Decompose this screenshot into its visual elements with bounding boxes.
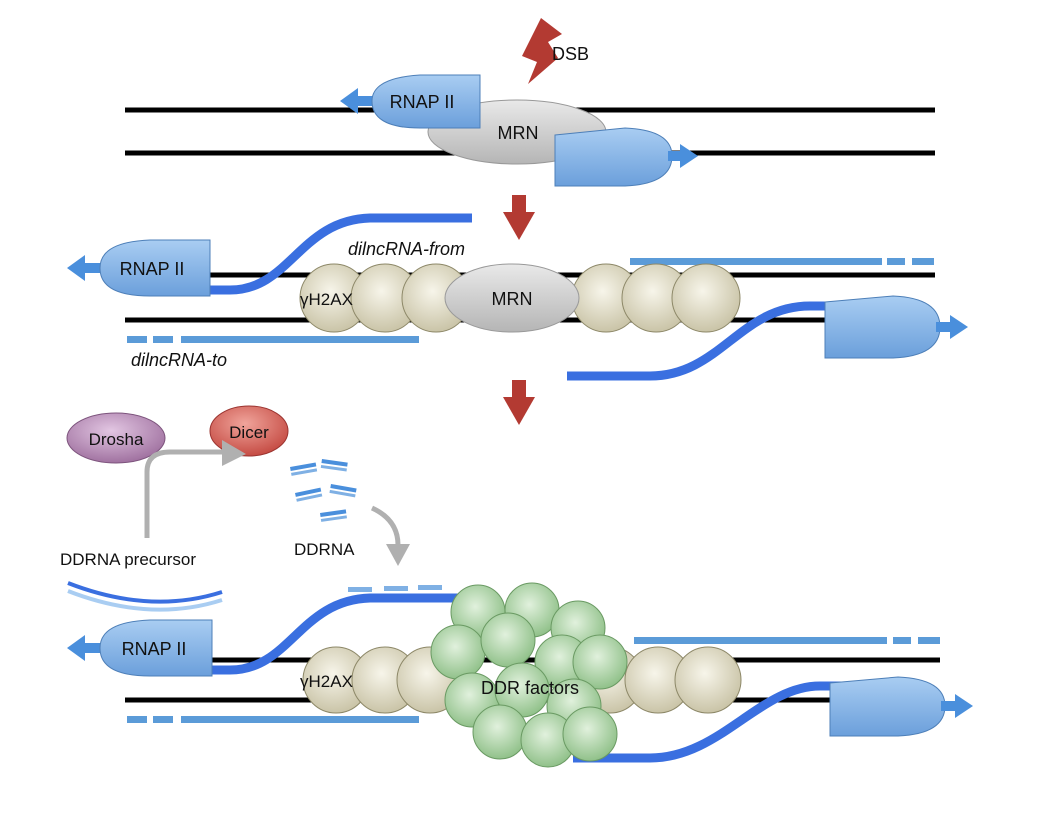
- rnap-left-arrow-icon: [67, 255, 85, 281]
- rnap-right-polymerase: [824, 295, 941, 359]
- bound-ddrna: [348, 585, 442, 592]
- rnap-right-polymerase: [554, 127, 673, 187]
- mrn-label: MRN: [492, 289, 533, 309]
- ddrna-molecules: [290, 459, 357, 522]
- mrn-complex: [444, 263, 580, 333]
- dsb-label: DSB: [552, 44, 589, 64]
- rnap-left-polymerase: [371, 74, 481, 129]
- rna-curve-right: [573, 681, 845, 763]
- step-arrow-2: [503, 380, 535, 425]
- ddrna-label: DDRNA: [294, 540, 355, 559]
- rnap-left-arrow-icon: [67, 635, 85, 661]
- dilncrna-from-label: dilncRNA-from: [348, 239, 465, 259]
- ddr-factors-cluster: [430, 582, 628, 768]
- ddrna-precursor-strand: [67, 581, 223, 604]
- rnap-right-arrow-icon: [680, 144, 698, 168]
- h2ax-label: γH2AX: [300, 290, 353, 309]
- ddrna-flow-arrow: [370, 505, 401, 546]
- dicer-enzyme: [209, 405, 289, 457]
- ddr-factors-label: DDR factors: [481, 678, 579, 698]
- ddrna-precursor-label: DDRNA precursor: [60, 550, 196, 569]
- rnap-left-label: RNAP II: [122, 639, 187, 659]
- rnap-right-arrow-icon: [955, 694, 973, 718]
- dicer-label: Dicer: [229, 423, 269, 442]
- ddrna-precursor-strand: [67, 589, 223, 612]
- nucleosome: [674, 646, 742, 714]
- mrn-label: MRN: [498, 123, 539, 143]
- h2ax-label: γH2AX: [300, 672, 353, 691]
- dilncrna-to-transcript: [181, 336, 419, 343]
- dilncrna-to-label: dilncRNA-to: [131, 350, 227, 370]
- rnap-left-label: RNAP II: [120, 259, 185, 279]
- drosha-enzyme: [66, 412, 166, 464]
- step-arrow-1: [503, 195, 535, 240]
- panel-3: Drosha Dicer DDRNA DDRNA precursor: [60, 405, 973, 768]
- rna-curve-left: [190, 213, 472, 295]
- panel-1: DSB MRN RNAP II: [125, 18, 935, 187]
- rnap-left-label: RNAP II: [390, 92, 455, 112]
- drosha-label: Drosha: [89, 430, 144, 449]
- rnap-left-polymerase: [99, 619, 213, 677]
- rna-curve-right: [567, 301, 840, 381]
- dilncrna-from-transcript: [630, 258, 882, 265]
- rnap-right-polymerase: [829, 676, 946, 737]
- processing-flow-arrow: [144, 449, 222, 538]
- rnap-left-arrow-icon: [340, 88, 358, 114]
- rnap-right-arrow-icon: [950, 315, 968, 339]
- dsb-lightning-icon: [522, 18, 562, 84]
- panel-2: MRN γH2AX RNAP II dilncRNA-from dilncRNA…: [67, 213, 968, 381]
- rnap-left-polymerase: [99, 239, 211, 297]
- nucleosome: [671, 263, 741, 333]
- rna-curve-left: [190, 593, 480, 675]
